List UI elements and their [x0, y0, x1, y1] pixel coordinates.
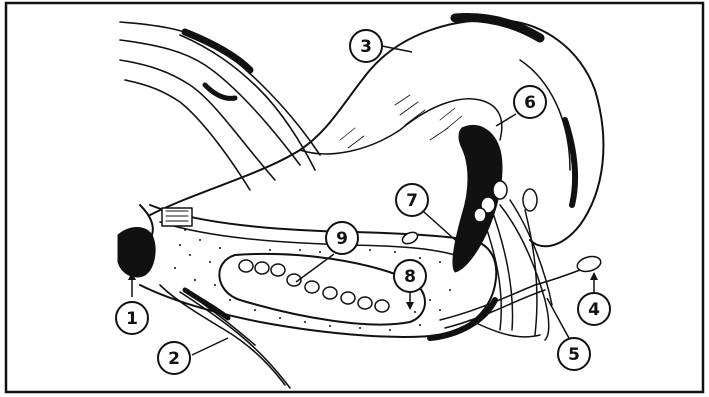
- head-dark-mass: [118, 228, 155, 277]
- callout-1-label: 1: [126, 309, 138, 329]
- callout-9-label: 9: [336, 229, 348, 249]
- callout-8-label: 8: [404, 267, 416, 287]
- callout-2-label: 2: [168, 349, 180, 369]
- callout-3-label: 3: [360, 37, 372, 57]
- callout-5-label: 5: [568, 345, 580, 365]
- figure-frame: [6, 3, 703, 392]
- callout-7-label: 7: [406, 191, 418, 211]
- callout-6-label: 6: [524, 93, 536, 113]
- callout-4-label: 4: [588, 300, 600, 320]
